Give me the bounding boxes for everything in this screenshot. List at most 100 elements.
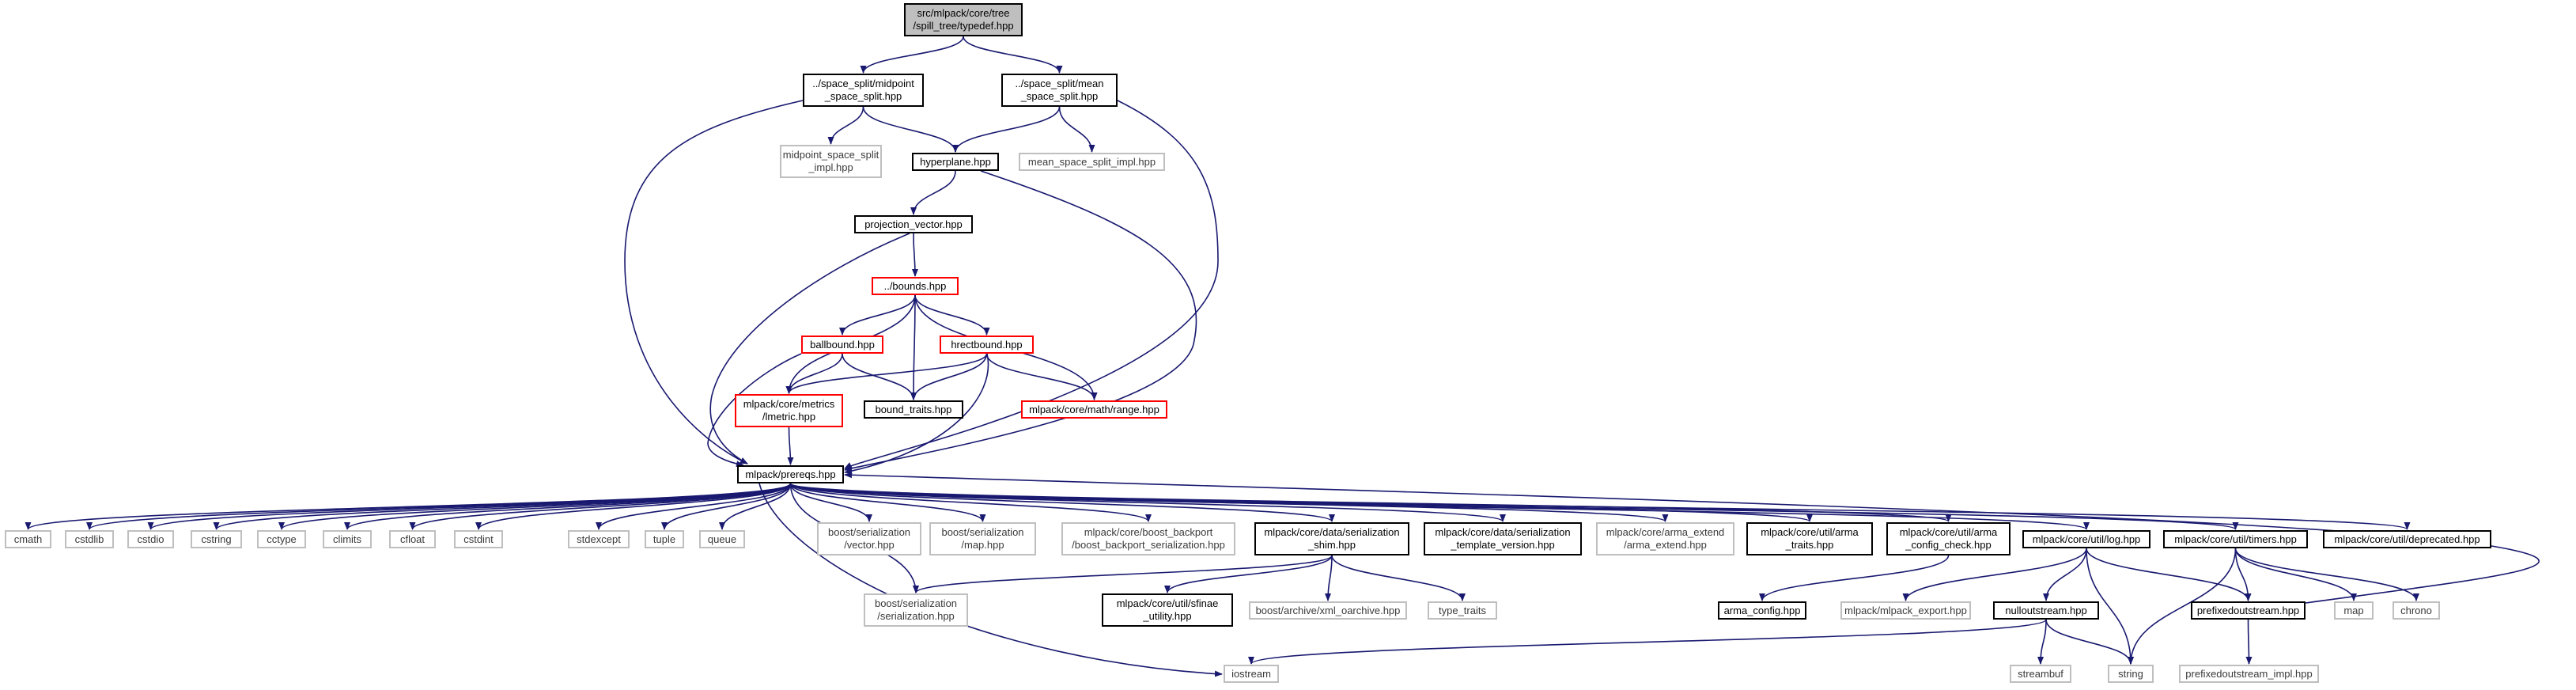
node-bb-ser: mlpack/core/boost_backport /boost_backpo… bbox=[1061, 522, 1235, 555]
node-arma-config[interactable]: arma_config.hpp bbox=[1718, 601, 1806, 620]
node-climits: climits bbox=[323, 530, 372, 548]
edge-prereqs-to-climits bbox=[344, 483, 792, 530]
edge-nullout-to-string bbox=[2045, 619, 2134, 665]
node-stdexcept: stdexcept bbox=[568, 530, 630, 548]
node-projection[interactable]: projection_vector.hpp bbox=[854, 215, 973, 233]
node-bs-map: boost/serialization /map.hpp bbox=[929, 522, 1036, 555]
node-cstdio: cstdio bbox=[127, 530, 174, 548]
node-arma-extend: mlpack/core/arma_extend /arma_extend.hpp bbox=[1596, 522, 1734, 555]
edge-prereqs-to-cfloat bbox=[409, 483, 792, 530]
node-timers[interactable]: mlpack/core/util/timers.hpp bbox=[2163, 530, 2308, 548]
edge-timers-to-string bbox=[2128, 548, 2237, 665]
node-type-traits: type_traits bbox=[1428, 601, 1497, 620]
edge-prereqs-to-deprecated bbox=[789, 483, 2410, 530]
edge-prereqs-to-tuple bbox=[661, 483, 792, 530]
node-cfloat: cfloat bbox=[389, 530, 436, 548]
node-bound-traits[interactable]: bound_traits.hpp bbox=[864, 400, 963, 419]
edge-hyperplane-to-prereqs bbox=[844, 170, 1197, 472]
node-nullout[interactable]: nulloutstream.hpp bbox=[1993, 601, 2099, 620]
edge-midpoint-to-hyperplane bbox=[862, 106, 959, 153]
node-ser-tv[interactable]: mlpack/core/data/serialization _template… bbox=[1424, 522, 1582, 555]
edge-prereqs-to-cstdint bbox=[475, 483, 792, 530]
edge-prereqs-to-cstdlib bbox=[86, 483, 792, 530]
node-mlpack-export: mlpack/mlpack_export.hpp bbox=[1840, 601, 1971, 620]
edge-ser-shim-to-sfinae bbox=[1164, 555, 1333, 593]
node-ballbound[interactable]: ballbound.hpp bbox=[801, 336, 883, 354]
node-cstdint: cstdint bbox=[454, 530, 503, 548]
node-arma-cc[interactable]: mlpack/core/util/arma _config_check.hpp bbox=[1886, 522, 2010, 555]
node-cctype: cctype bbox=[257, 530, 306, 548]
edge-prereqs-to-ser-tv bbox=[789, 483, 1506, 522]
edge-prereqs-to-ser-shim bbox=[789, 483, 1335, 522]
edge-hrectbound-to-range bbox=[985, 353, 1098, 400]
node-typedef: src/mlpack/core/tree /spill_tree/typedef… bbox=[904, 3, 1023, 36]
edge-ser-shim-to-xml-oarchive bbox=[1325, 555, 1333, 601]
edge-timers-to-map bbox=[2234, 548, 2357, 601]
edge-typedef-to-mean bbox=[963, 36, 1063, 74]
node-chrono: chrono bbox=[2393, 601, 2440, 620]
node-queue: queue bbox=[699, 530, 745, 548]
node-hyperplane[interactable]: hyperplane.hpp bbox=[912, 153, 999, 171]
edge-log-to-nullout bbox=[2043, 548, 2087, 601]
node-ser-shim[interactable]: mlpack/core/data/serialization _shim.hpp bbox=[1254, 522, 1409, 555]
edge-timers-to-chrono bbox=[2234, 548, 2419, 601]
edge-prereqs-to-bb-ser bbox=[789, 483, 1152, 522]
edge-prefixed-to-prereqs bbox=[844, 472, 2540, 604]
edge-projection-to-prereqs bbox=[709, 233, 910, 464]
edge-prereqs-to-queue bbox=[719, 483, 792, 530]
edge-nullout-to-streambuf bbox=[2037, 619, 2047, 665]
edge-hyperplane-to-projection bbox=[910, 170, 956, 215]
node-tuple: tuple bbox=[645, 530, 684, 548]
edge-mean-to-hyperplane bbox=[952, 106, 1061, 153]
node-prereqs[interactable]: mlpack/prereqs.hpp bbox=[737, 465, 844, 483]
node-prefixed-impl: prefixedoutstream_impl.hpp bbox=[2179, 665, 2319, 683]
node-bounds[interactable]: ../bounds.hpp bbox=[872, 277, 959, 295]
edge-timers-to-prefixed bbox=[2234, 548, 2252, 601]
node-log[interactable]: mlpack/core/util/log.hpp bbox=[2022, 530, 2150, 548]
edge-lmetric-to-prereqs bbox=[787, 427, 794, 465]
node-cmath: cmath bbox=[5, 530, 51, 548]
edge-arma-cc-to-arma-config bbox=[1759, 555, 1950, 601]
edge-projection-to-bounds bbox=[911, 233, 918, 277]
edge-mean-to-prereqs bbox=[844, 100, 1219, 469]
edge-nullout-to-iostream bbox=[1248, 619, 2047, 665]
edge-hrectbound-to-lmetric bbox=[785, 353, 988, 394]
node-streambuf: streambuf bbox=[2010, 665, 2071, 683]
edge-midpoint-to-prereqs bbox=[624, 100, 804, 464]
node-range[interactable]: mlpack/core/math/range.hpp bbox=[1021, 400, 1167, 419]
node-string: string bbox=[2108, 665, 2154, 683]
edge-hrectbound-to-bound-traits bbox=[910, 353, 988, 400]
edge-prereqs-to-stdexcept bbox=[596, 483, 792, 530]
node-prefixed[interactable]: prefixedoutstream.hpp bbox=[2191, 601, 2306, 620]
edge-log-to-prefixed bbox=[2086, 548, 2252, 601]
node-xml-oarchive: boost/archive/xml_oarchive.hpp bbox=[1249, 601, 1407, 620]
node-mean[interactable]: ../space_split/mean _space_split.hpp bbox=[1001, 74, 1118, 107]
node-iostream: iostream bbox=[1224, 665, 1279, 683]
edge-prereqs-to-cctype bbox=[278, 483, 792, 530]
edge-ballbound-to-bound-traits bbox=[842, 353, 917, 400]
edge-prereqs-to-bs-map bbox=[789, 483, 986, 522]
node-lmetric[interactable]: mlpack/core/metrics /lmetric.hpp bbox=[735, 394, 843, 427]
edge-log-to-string bbox=[2086, 548, 2134, 665]
node-midpoint[interactable]: ../space_split/midpoint _space_split.hpp bbox=[803, 74, 924, 107]
edge-bounds-to-bound-traits bbox=[910, 294, 917, 400]
edge-hrectbound-to-prereqs bbox=[844, 353, 989, 475]
edge-bounds-to-hrectbound bbox=[914, 294, 990, 336]
edge-ballbound-to-prereqs bbox=[707, 353, 802, 468]
edge-bounds-to-ballbound bbox=[839, 294, 916, 336]
edge-ser-shim-to-bs-serialization bbox=[913, 555, 1333, 593]
node-deprecated[interactable]: mlpack/core/util/deprecated.hpp bbox=[2323, 530, 2491, 548]
node-hrectbound[interactable]: hrectbound.hpp bbox=[940, 336, 1034, 354]
edge-typedef-to-midpoint bbox=[860, 36, 964, 74]
node-cstring: cstring bbox=[191, 530, 242, 548]
node-mean-impl: mean_space_split_impl.hpp bbox=[1019, 153, 1165, 171]
edge-midpoint-to-midpoint-impl bbox=[827, 106, 864, 145]
edge-prereqs-to-iostream bbox=[758, 483, 1223, 677]
node-bs-serialization: boost/serialization /serialization.hpp bbox=[864, 593, 968, 627]
node-sfinae[interactable]: mlpack/core/util/sfinae _utility.hpp bbox=[1102, 593, 1233, 627]
edge-ser-shim-to-type-traits bbox=[1331, 555, 1466, 601]
node-arma-traits[interactable]: mlpack/core/util/arma _traits.hpp bbox=[1746, 522, 1873, 555]
edge-prereqs-to-bs-vector bbox=[789, 483, 872, 522]
